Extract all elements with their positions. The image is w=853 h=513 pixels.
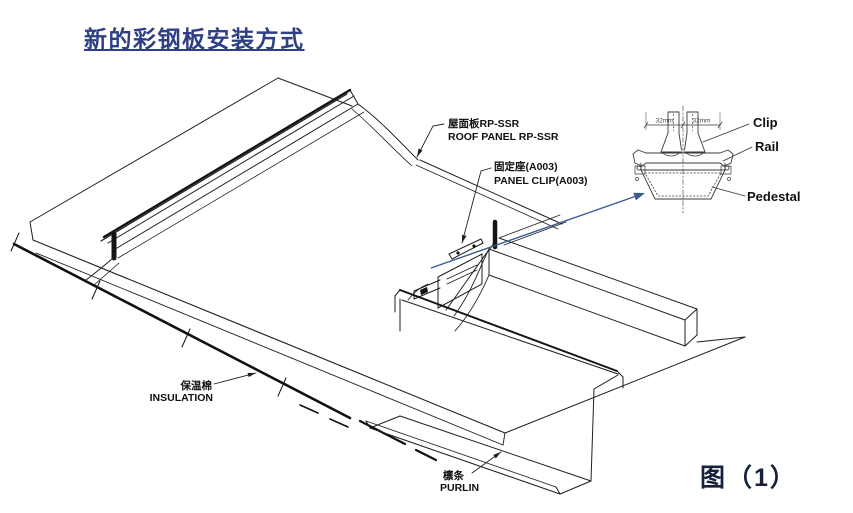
panel-clip-label-cn: 固定座(A003) (494, 160, 558, 173)
roof-panel-label-en: ROOF PANEL RP-SSR (448, 131, 559, 143)
detail-cross-section (632, 105, 753, 214)
purlin-label-en: PURLIN (440, 482, 479, 494)
insulation-label-en: INSULATION (150, 392, 213, 404)
insulation-label-cn: 保温棉 (180, 379, 213, 392)
standing-seam-rib (85, 88, 419, 286)
purlin-drawing (365, 289, 624, 495)
detail-dim-left: 32mm (655, 118, 673, 125)
detail-dim-right: 32mm (692, 118, 710, 125)
panel-clip-assembly (407, 238, 484, 309)
detail-rail-label: Rail (755, 139, 779, 154)
figure-caption: 图（1） (700, 464, 797, 492)
label-leaders (213, 123, 502, 474)
purlin-label-cn: 檩条 (443, 469, 464, 482)
diagram-texts: 屋面板RP-SSR ROOF PANEL RP-SSR 固定座(A003) PA… (150, 115, 801, 494)
panel-clip-label-en: PANEL CLIP(A003) (494, 175, 588, 187)
roof-panel-drawing (29, 77, 746, 446)
seam-curb-drawing (445, 214, 746, 347)
insulation-line (10, 232, 438, 462)
detail-pedestal-label: Pedestal (747, 189, 800, 204)
detail-clip-label: Clip (753, 115, 778, 130)
pointer-arrow (430, 192, 645, 269)
page-title: 新的彩钢板安装方式 (84, 26, 305, 52)
roof-panel-label-cn: 屋面板RP-SSR (448, 117, 520, 130)
